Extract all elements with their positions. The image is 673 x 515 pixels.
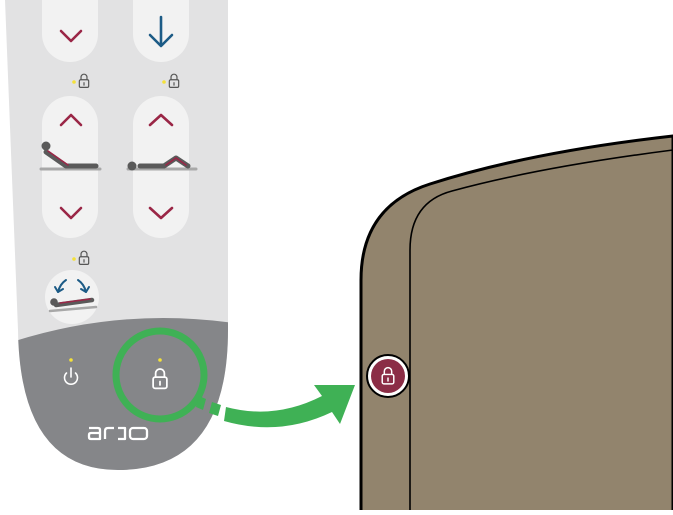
remote-bottom-panel [0,318,240,510]
remote-control [0,0,240,510]
tilt-button[interactable] [45,270,99,324]
bed-panel [361,136,673,510]
bed-side-panel [361,136,673,510]
button-down-left[interactable] [42,0,98,62]
bed-lock-button[interactable] [367,355,409,397]
button-lower-bed[interactable] [133,0,189,62]
